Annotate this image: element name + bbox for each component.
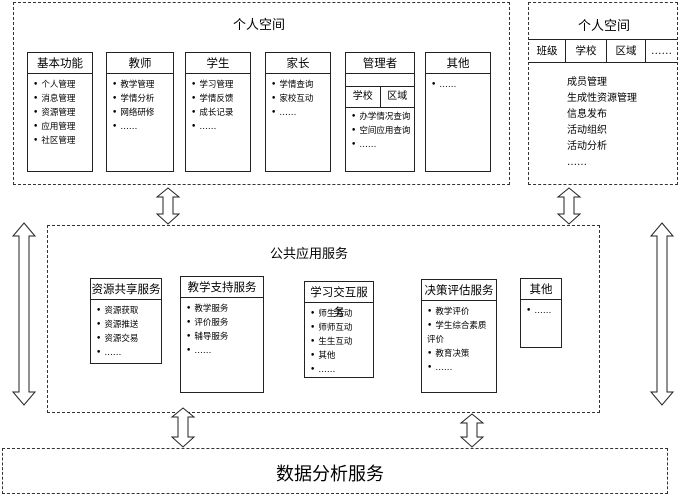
list-item: 学生综合素质评价 <box>427 319 491 347</box>
org-space-list: 成员管理 生成性资源管理 信息发布 活动组织 活动分析 …… <box>567 75 637 171</box>
list-item: 学情分析 <box>112 92 173 106</box>
list-item: …… <box>310 363 373 377</box>
list-item: 教育决策 <box>427 347 493 361</box>
list-item: …… <box>431 78 490 92</box>
data-service-container <box>2 448 668 494</box>
column-resource-sharing: 资源共享服务 资源获取 资源推送 资源交易 …… <box>90 278 162 364</box>
list-item: 学情反馈 <box>191 92 250 106</box>
tab-more: …… <box>645 40 677 62</box>
column-parent: 家长 学情查询 家校互动 …… <box>265 52 331 172</box>
column-manager: 管理者 学校 区域 办学情况查询 空间应用查询 …… <box>345 52 415 172</box>
column-decision-evaluation: 决策评估服务 教学评价 学生综合素质评价 教育决策 …… <box>421 279 497 393</box>
double-arrow-icon <box>170 407 196 448</box>
list-item: …… <box>191 120 250 134</box>
double-arrow-icon <box>649 222 675 406</box>
column-header: 决策评估服务 <box>422 280 496 301</box>
personal-space-container <box>13 2 510 185</box>
data-service-title: 数据分析服务 <box>276 464 384 485</box>
tab-region: 区域 <box>606 40 645 62</box>
list-item: 师生互动 <box>310 307 373 321</box>
column-header: 基本功能 <box>28 53 92 74</box>
column-other: 其他 …… <box>425 52 491 172</box>
tab-school: 学校 <box>565 40 606 62</box>
column-header: 家长 <box>266 53 330 74</box>
column-teacher: 教师 教学管理 学情分析 网络研修 …… <box>106 52 174 172</box>
column-header: 资源共享服务 <box>91 279 161 300</box>
list-item: 消息管理 <box>33 92 92 106</box>
list-item: 社区管理 <box>33 134 92 148</box>
list-item: 教学管理 <box>112 78 173 92</box>
org-space-container: 个人空间 班级 学校 区域 …… 成员管理 生成性资源管理 信息发布 活动组织 … <box>528 2 678 185</box>
list-item: 资源管理 <box>33 106 92 120</box>
list-item: 学情查询 <box>271 78 330 92</box>
double-arrow-icon <box>155 187 181 225</box>
public-services-title: 公共应用服务 <box>270 247 349 262</box>
list-item: 生成性资源管理 <box>567 93 637 104</box>
double-arrow-icon <box>459 413 485 448</box>
list-item: …… <box>567 157 587 168</box>
list-item: 其他 <box>310 349 373 363</box>
tab-class: 班级 <box>536 45 558 57</box>
column-basic-functions: 基本功能 个人管理 消息管理 资源管理 应用管理 社区管理 <box>27 52 93 172</box>
column-learning-interaction: 学习交互服务 师生互动 师师互动 生生互动 其他 …… <box>304 281 374 378</box>
list-item: 成员管理 <box>567 77 607 88</box>
column-public-other: 其他 …… <box>520 278 562 348</box>
list-item: 空间应用查询 <box>351 124 414 138</box>
list-item: …… <box>427 361 493 375</box>
double-arrow-icon <box>556 187 582 225</box>
org-space-tabs: 班级 学校 区域 …… <box>529 39 677 63</box>
list-item: 评价服务 <box>186 316 263 330</box>
double-arrow-icon <box>11 222 37 406</box>
list-item: 师师互动 <box>310 321 373 335</box>
list-item: 办学情况查询 <box>351 110 414 124</box>
column-student: 学生 学习管理 学情反馈 成长记录 …… <box>185 52 251 172</box>
list-item: …… <box>186 344 263 358</box>
list-item: …… <box>526 304 561 318</box>
list-item: 资源获取 <box>96 304 161 318</box>
org-space-title: 个人空间 <box>578 19 631 34</box>
list-item: 资源推送 <box>96 318 161 332</box>
list-item: …… <box>96 346 161 360</box>
list-item: 活动组织 <box>567 125 607 136</box>
list-item: 成长记录 <box>191 106 250 120</box>
list-item: 教学评价 <box>427 305 493 319</box>
list-item: 活动分析 <box>567 141 607 152</box>
column-header: 学生 <box>186 53 250 74</box>
list-item: …… <box>112 120 173 134</box>
column-teaching-support: 教学支持服务 教学服务 评价服务 辅导服务 …… <box>180 276 264 393</box>
list-item: 教学服务 <box>186 302 263 316</box>
list-item: 资源交易 <box>96 332 161 346</box>
personal-space-title: 个人空间 <box>233 18 286 33</box>
list-item: …… <box>351 138 414 152</box>
list-item: …… <box>271 106 330 120</box>
column-header: 教学支持服务 <box>181 277 263 298</box>
column-header: 教师 <box>107 53 173 74</box>
list-item: 生生互动 <box>310 335 373 349</box>
column-header: 其他 <box>426 53 490 74</box>
column-header: 管理者 <box>346 53 414 74</box>
list-item: 学习管理 <box>191 78 250 92</box>
list-item: 个人管理 <box>33 78 92 92</box>
public-services-container <box>47 225 600 413</box>
list-item: 辅导服务 <box>186 330 263 344</box>
list-item: 信息发布 <box>567 109 607 120</box>
column-header: 其他 <box>521 279 561 300</box>
list-item: 网络研修 <box>112 106 173 120</box>
list-item: 应用管理 <box>33 120 92 134</box>
tab-region: 区域 <box>379 87 415 107</box>
list-item: 家校互动 <box>271 92 330 106</box>
tab-school: 学校 <box>352 91 373 102</box>
